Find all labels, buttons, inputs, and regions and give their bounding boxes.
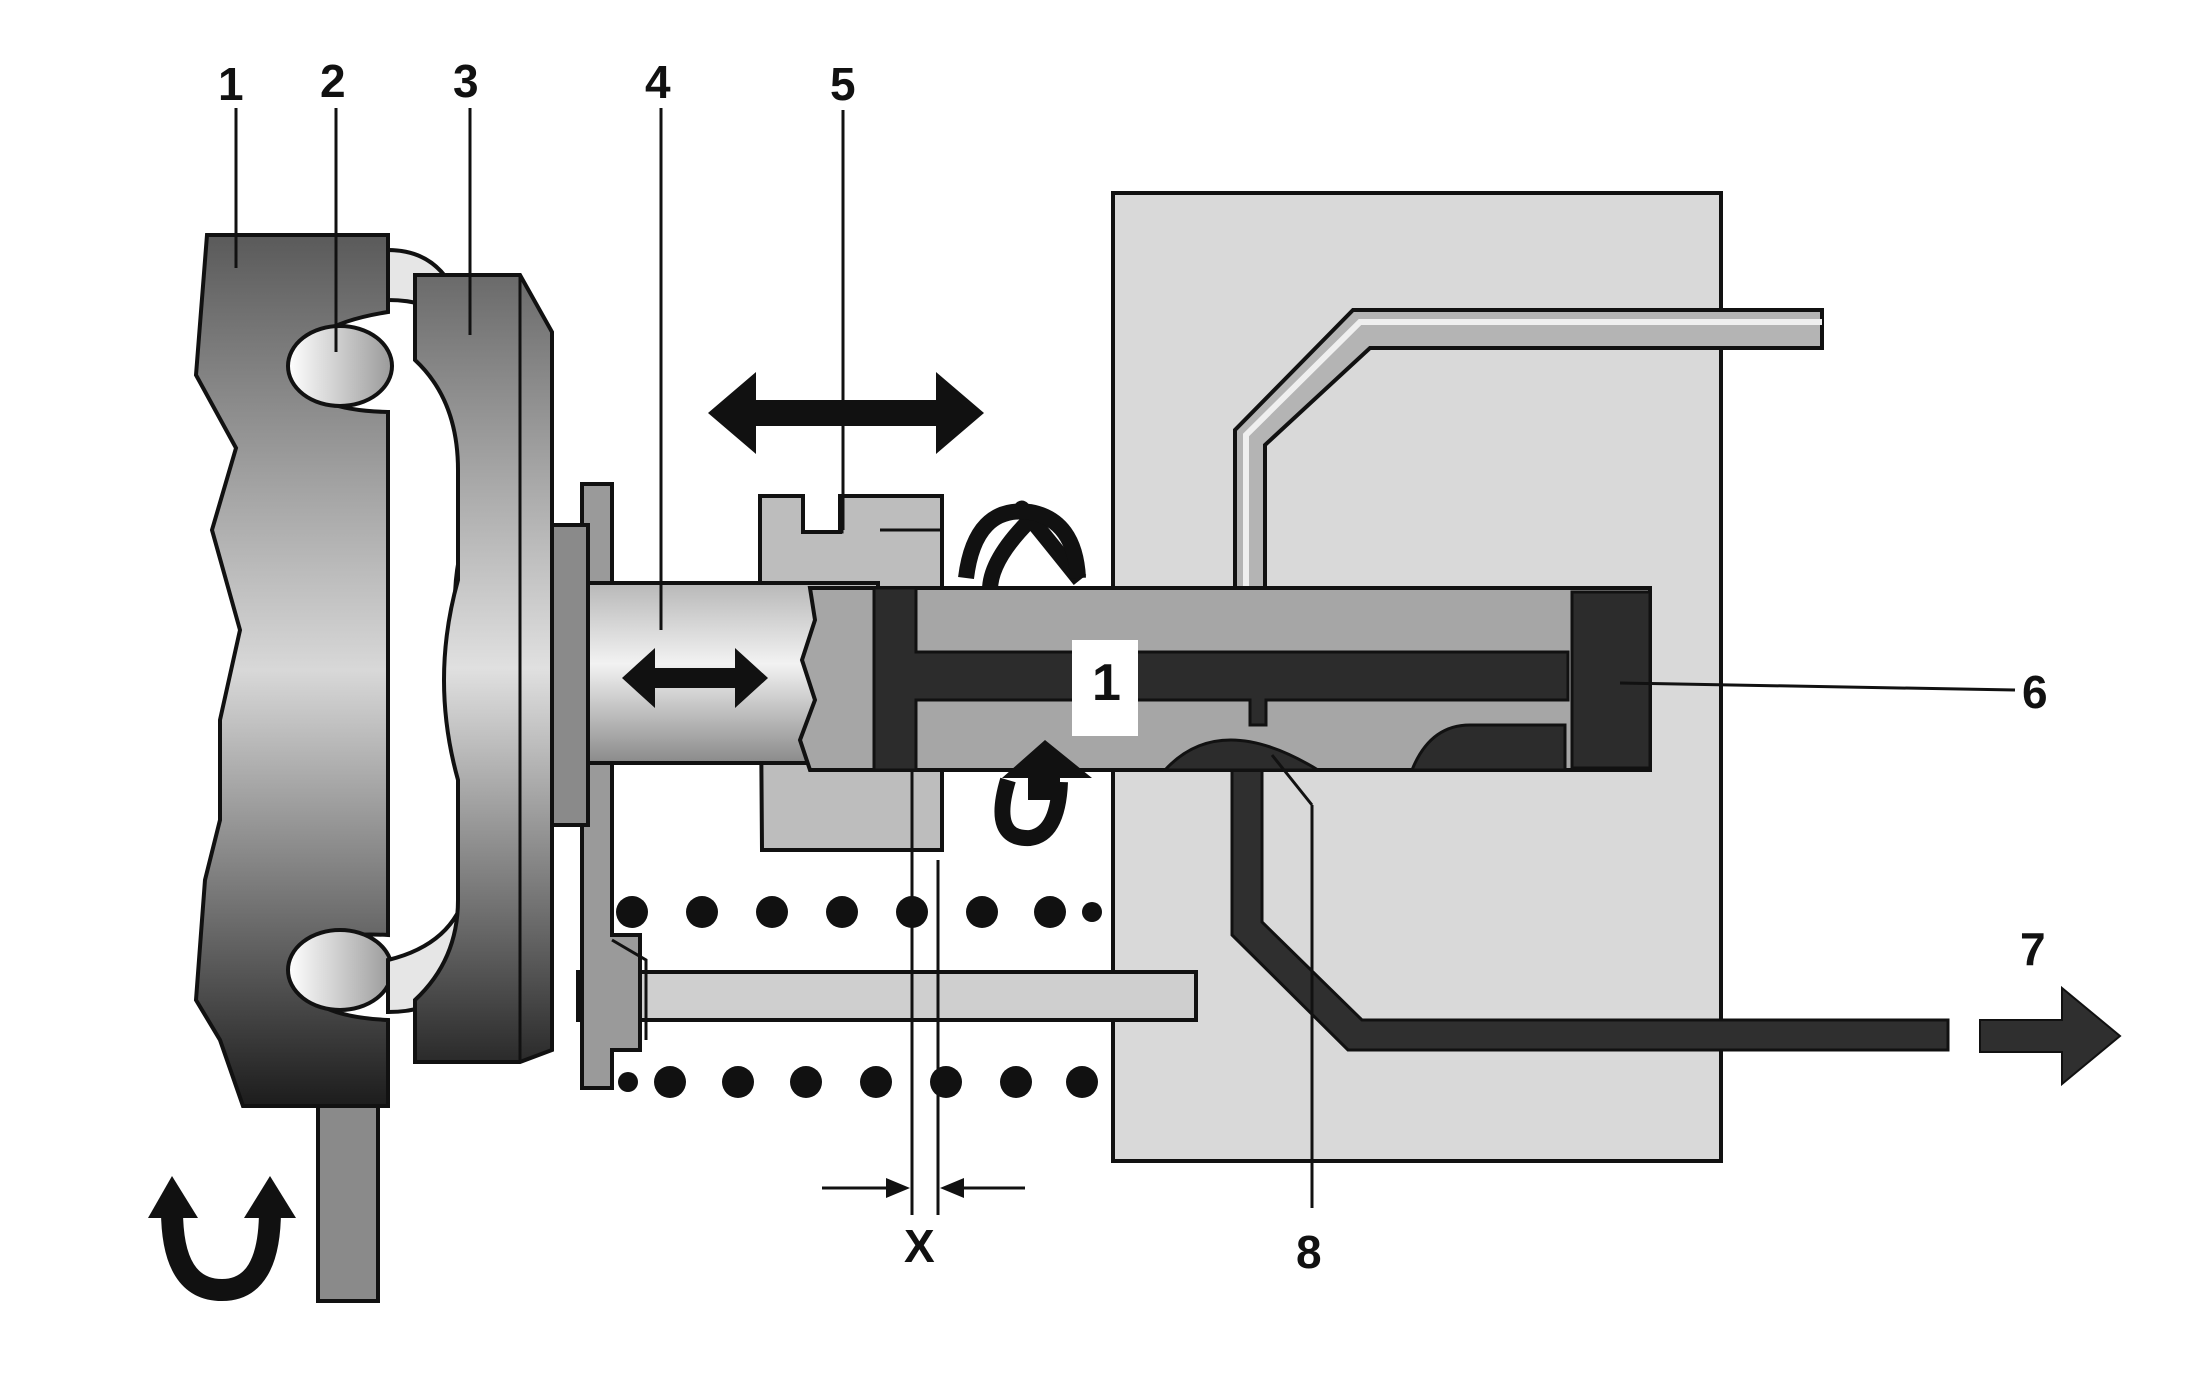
- internal-bore: [872, 586, 1570, 772]
- spring-seat: [580, 482, 642, 1090]
- rotation-arrow-upper-curve: [958, 503, 1086, 580]
- drive-rotation-arrowhead-right: [244, 1176, 296, 1218]
- gap-arrowhead-right: [940, 1178, 964, 1198]
- roller-bottom: [286, 928, 394, 1012]
- rotation-arrow-head: [1002, 740, 1092, 800]
- rotation-arrow-lower: [994, 777, 1068, 847]
- label-part-6: 6: [2022, 666, 2048, 718]
- gap-arrowhead-left: [886, 1178, 910, 1198]
- leader-8: [1270, 754, 1314, 806]
- label-part-1: 1: [218, 58, 244, 110]
- metering-port-right: [1409, 723, 1567, 772]
- roller-top: [286, 324, 394, 408]
- spring-guide-pin: [576, 970, 1198, 1022]
- plunger-collar: [546, 523, 590, 827]
- double-arrow-axial-top: [708, 372, 984, 454]
- label-part-8: 8: [1296, 1226, 1322, 1278]
- label-gap-x: X: [904, 1220, 935, 1272]
- chamber-label-box: [1072, 640, 1138, 736]
- drive-shaft: [316, 1104, 380, 1303]
- outlet-passage: [1230, 758, 1950, 1052]
- drive-rotation-arrowhead-left: [148, 1176, 198, 1218]
- plunger-end-cap: [1570, 590, 1652, 770]
- double-arrow-plunger: [622, 648, 768, 708]
- inlet-passage-highlight: [1243, 319, 1822, 590]
- label-part-5: 5: [830, 58, 856, 110]
- delivery-arrow: [1979, 985, 2122, 1087]
- label-part-2: 2: [320, 55, 346, 107]
- spring-seat-lip: [611, 938, 648, 1040]
- drive-rotation-arrow: [161, 1209, 281, 1302]
- leader-6: [1619, 681, 2016, 692]
- chamber-label: 1: [1092, 654, 1121, 712]
- cam-plate: [413, 273, 554, 1064]
- label-part-4: 4: [645, 56, 671, 108]
- return-spring: [616, 896, 1102, 1098]
- label-part-3: 3: [453, 55, 479, 107]
- label-part-7: 7: [2020, 923, 2046, 975]
